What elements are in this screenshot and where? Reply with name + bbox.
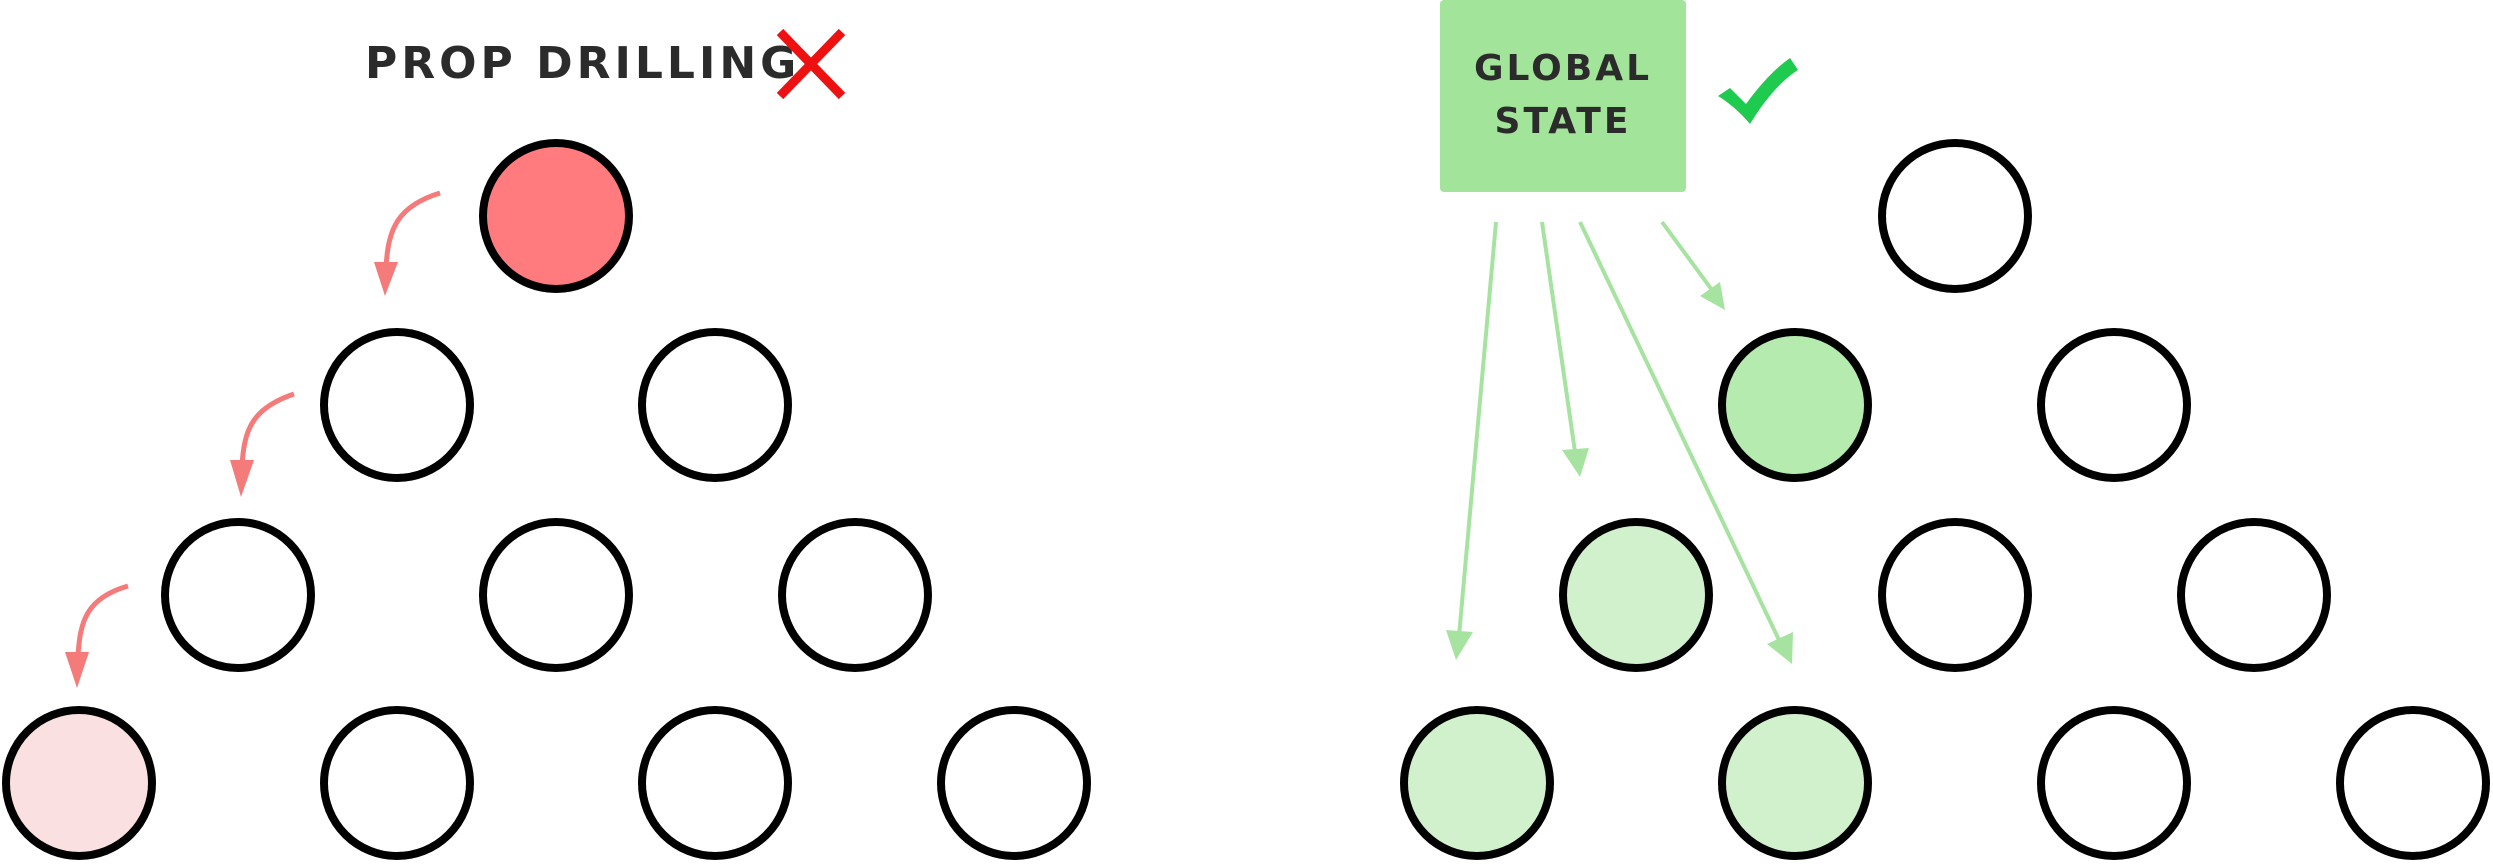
node-level3-right-a [1559, 518, 1713, 672]
drill-arrow-3 [65, 583, 129, 688]
node-leaf-left-c [638, 706, 792, 860]
node-leaf-left-b [320, 706, 474, 860]
check-icon [1718, 58, 1798, 124]
node-leaf-right-c [2037, 706, 2191, 860]
node-level2-left-a [320, 328, 474, 482]
cross-icon [776, 28, 846, 100]
node-leaf-right-a [1400, 706, 1554, 860]
node-leaf-right-b [1718, 706, 1872, 860]
node-level3-left-b [479, 518, 633, 672]
left-panel: PROP DRILLING [2, 28, 1091, 860]
global-state-box: GLOBAL STATE [1440, 0, 1686, 192]
node-leaf-left-d [937, 706, 1091, 860]
node-root-left [479, 139, 633, 293]
node-level2-right-a [1718, 328, 1872, 482]
global-state-label-line2: STATE [1495, 101, 1632, 142]
node-leaf-left-a [2, 706, 156, 860]
right-panel: GLOBAL STATE [1400, 0, 2490, 860]
node-level3-left-a [161, 518, 315, 672]
node-level3-left-c [778, 518, 932, 672]
node-level3-right-c [2177, 518, 2331, 672]
drill-arrow-1 [374, 190, 441, 296]
state-arrow-to-level2-a [1660, 220, 1725, 310]
state-arrow-to-leaf-b [1578, 221, 1793, 664]
state-arrow-to-level3-a [1540, 221, 1589, 477]
state-arrow-to-leaf-a [1446, 221, 1498, 660]
global-state-label-line1: GLOBAL [1474, 48, 1652, 89]
left-node-tree [2, 139, 1091, 860]
prop-drilling-title: PROP DRILLING [365, 38, 800, 89]
right-node-tree [1400, 139, 2490, 860]
node-level2-right-b [2037, 328, 2191, 482]
node-leaf-right-d [2336, 706, 2490, 860]
node-root-right [1878, 139, 2032, 293]
node-level2-left-b [638, 328, 792, 482]
node-level3-right-b [1878, 518, 2032, 672]
drill-arrow-2 [230, 391, 295, 497]
